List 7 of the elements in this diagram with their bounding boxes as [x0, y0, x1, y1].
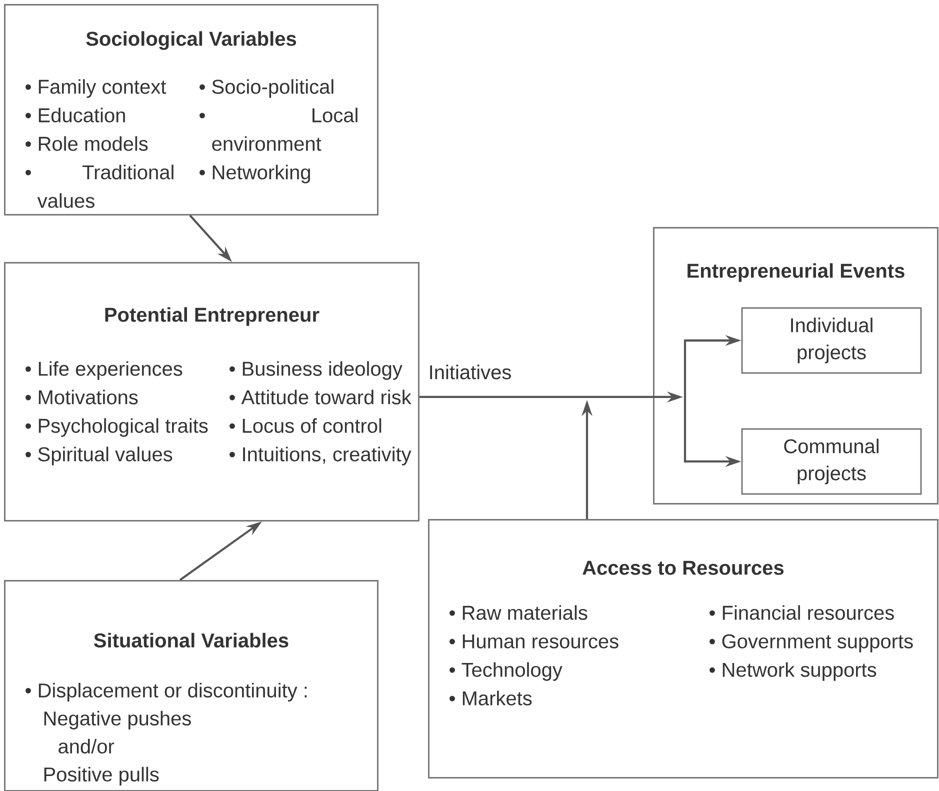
- resources-box: Access to Resources • Raw materials • Human resources • Technology • Markets • Financial resources • Government supports • Network supports: [428, 519, 938, 778]
- variables-box: Situational Variables • Displacement or discontinuity : Negative pushes and/or Positive pulls: [4, 580, 378, 791]
- variables-box: Sociological Variables • Family context • Education • Role models • Traditional values • Socio-political • Local environment • Networking: [4, 4, 378, 216]
- project-box: Communal projects: [741, 428, 922, 495]
- edge-label: Initiatives: [426, 363, 514, 381]
- project-box: Individual projects: [741, 307, 922, 374]
- entrepreneur-box: Potential Entrepreneur • Life experiences • Motivations • Psychological traits • Spiritual values • Business ideology • Attitude toward risk • Locus of control • Intuitions, creativity: [4, 262, 420, 522]
